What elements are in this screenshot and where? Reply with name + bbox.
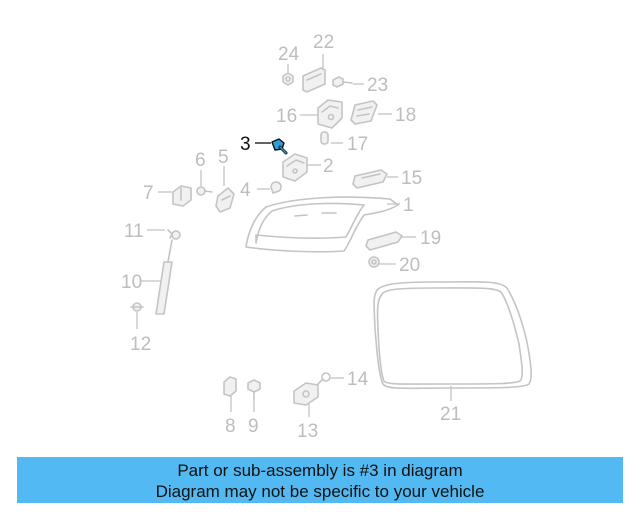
callout-7: 7 — [143, 183, 154, 204]
callout-19: 19 — [420, 228, 441, 249]
part-15-handle[interactable] — [352, 169, 388, 189]
part-5-bracket[interactable] — [215, 187, 235, 213]
parts-diagram: 24 22 23 16 18 17 3 — [121, 32, 532, 442]
part-11-ball-stud[interactable] — [167, 229, 181, 240]
part-17-pin[interactable] — [320, 131, 329, 145]
part-6-screw[interactable] — [196, 186, 213, 196]
part-8-cap[interactable] — [223, 376, 237, 397]
part-18-bracket[interactable] — [350, 100, 378, 125]
part-13-lock[interactable] — [293, 382, 319, 406]
callout-3: 3 — [240, 134, 251, 155]
part-21-weatherstrip[interactable] — [373, 280, 532, 390]
callout-20: 20 — [399, 255, 420, 276]
callout-13: 13 — [297, 421, 318, 442]
callout-21: 21 — [440, 404, 461, 425]
callout-10: 10 — [121, 272, 142, 293]
part-14-spring[interactable] — [315, 372, 331, 387]
part-16-hinge[interactable] — [317, 99, 343, 129]
callout-11: 11 — [124, 221, 144, 242]
caption-line-1: Part or sub-assembly is #3 in diagram — [177, 461, 463, 480]
callout-1: 1 — [403, 195, 414, 216]
part-12-ball-stud[interactable] — [130, 302, 144, 312]
callout-2: 2 — [323, 156, 334, 177]
part-2-latch[interactable] — [282, 153, 308, 182]
part-10-strut[interactable] — [155, 239, 173, 315]
fitment-caption: Part or sub-assembly is #3 in diagram Di… — [17, 457, 623, 503]
callout-9: 9 — [248, 416, 259, 437]
callout-17: 17 — [347, 134, 368, 155]
callout-5: 5 — [218, 147, 229, 168]
caption-line-2: Diagram may not be specific to your vehi… — [155, 482, 485, 501]
callout-24: 24 — [278, 44, 300, 65]
callout-16: 16 — [276, 106, 297, 127]
callout-23: 23 — [367, 75, 388, 96]
part-23-bolt[interactable] — [332, 76, 353, 88]
part-9-bolt[interactable] — [247, 379, 261, 400]
callout-12: 12 — [130, 334, 151, 355]
part-1-glass[interactable] — [245, 196, 399, 253]
part-3-bolt[interactable] — [271, 138, 288, 155]
part-20-grommet[interactable] — [368, 256, 380, 268]
part-22-hinge[interactable] — [302, 67, 326, 93]
part-24-nut[interactable] — [282, 72, 294, 86]
part-7-bracket[interactable] — [172, 185, 192, 207]
callout-6: 6 — [195, 150, 206, 171]
callout-4: 4 — [240, 180, 251, 201]
part-4-clip[interactable] — [270, 181, 282, 194]
part-19-lamp[interactable] — [365, 231, 403, 251]
callout-14: 14 — [347, 369, 369, 390]
callout-15: 15 — [401, 168, 422, 189]
callout-22: 22 — [313, 32, 334, 53]
callout-8: 8 — [225, 416, 236, 437]
callout-18: 18 — [395, 105, 416, 126]
